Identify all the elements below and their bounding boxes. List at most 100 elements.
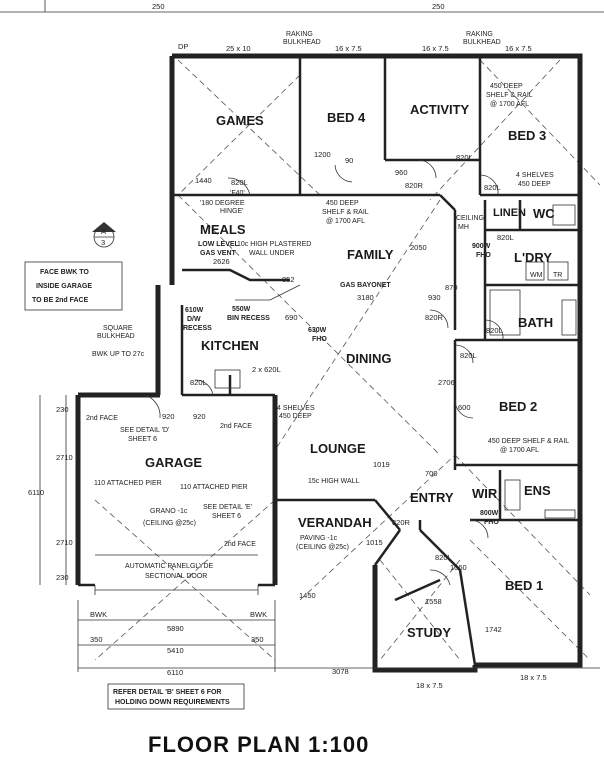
dim-18x75-a: 18 x 7.5 xyxy=(416,681,443,690)
note-ceiling-garage: (CEILING @25c) xyxy=(143,520,196,527)
note-2nd-face-b: 2nd FACE xyxy=(220,423,252,430)
room-bed4: BED 4 xyxy=(327,110,366,125)
dim-top-25x10: 25 x 10 xyxy=(226,44,251,53)
note-face-bwk-3: TO BE 2nd FACE xyxy=(32,297,89,304)
note-dw-610: 610W xyxy=(185,307,204,314)
dim-top-16x75-a: 16 x 7.5 xyxy=(335,44,362,53)
room-entry: ENTRY xyxy=(410,490,454,505)
note-plastered-1: 10c HIGH PLASTERED xyxy=(237,241,311,248)
note-ceiling: CEILING xyxy=(456,215,484,222)
dim-2706: 2706 xyxy=(438,378,455,387)
section-marker-3: 3 xyxy=(101,238,105,247)
note-fho-800-f: FHO xyxy=(484,519,499,526)
note-high-wall: 15c HIGH WALL xyxy=(308,478,360,485)
note-shelf-bed3-2: SHELF & RAIL xyxy=(486,92,533,99)
note-fho-900-f: FHO xyxy=(476,252,491,259)
dim-dp: DP xyxy=(178,42,188,51)
dim-920-b: 920 xyxy=(193,412,206,421)
note-shelf-family-2: SHELF & RAIL xyxy=(322,209,369,216)
dim-2710-a: 2710 xyxy=(56,453,73,462)
note-fho-630-w: 630W xyxy=(308,327,327,334)
dim-1019: 1019 xyxy=(373,460,390,469)
note-sectional-1: AUTOMATIC PANELGLYDE xyxy=(125,563,213,570)
dim-6110-v: 6110 xyxy=(28,488,44,497)
note-wm: WM xyxy=(530,272,543,279)
dim-960: 960 xyxy=(395,168,408,177)
dim-700: 700 xyxy=(425,469,438,478)
dim-2626: 2626 xyxy=(213,257,230,266)
dim-5890: 5890 xyxy=(167,624,184,633)
door-swings xyxy=(144,159,504,586)
note-dw: D/W xyxy=(187,316,201,323)
note-pier-2: 110 ATTACHED PIER xyxy=(180,484,248,491)
room-meals: MEALS xyxy=(200,222,246,237)
note-shelves-lounge-1: 4 SHELVES xyxy=(277,405,315,412)
dim-852: 852 xyxy=(282,275,295,284)
dim-2710-b: 2710 xyxy=(56,538,73,547)
dim-5410: 5410 xyxy=(167,646,184,655)
dim-930: 930 xyxy=(428,293,441,302)
note-tr: TR xyxy=(553,272,562,279)
dim-820l-wir: 820L xyxy=(435,553,452,562)
dim-bwk-a: BWK xyxy=(90,610,107,619)
note-gas-vent: GAS VENT xyxy=(200,250,237,257)
dim-90: 90 xyxy=(345,156,353,165)
note-holding-down-2: HOLDING DOWN REQUIREMENTS xyxy=(115,699,230,706)
note-fho-630-f: FHO xyxy=(312,336,327,343)
room-bath: BATH xyxy=(518,315,553,330)
note-shelf-family-3: @ 1700 AFL xyxy=(326,218,365,225)
dim-1060: 1060 xyxy=(450,563,467,572)
note-detail-d-1: SEE DETAIL 'D' xyxy=(120,427,169,434)
room-bed1: BED 1 xyxy=(505,578,543,593)
note-ceiling-verandah: (CEILING @25c) xyxy=(296,544,349,551)
note-fho-800-w: 800W xyxy=(480,510,499,517)
note-mh: MH xyxy=(458,224,469,231)
room-activity: ACTIVITY xyxy=(410,102,470,117)
note-bwk-up: BWK UP TO 27c xyxy=(92,351,145,358)
note-bin-recess: BIN RECESS xyxy=(227,315,270,322)
dim-350-b: 350 xyxy=(251,635,264,644)
dim-1440: 1440 xyxy=(195,176,212,185)
room-verandah: VERANDAH xyxy=(298,515,372,530)
note-2nd-face-c: 2nd FACE xyxy=(224,541,256,548)
dim-1742: 1742 xyxy=(485,625,502,634)
dim-230-a: 230 xyxy=(56,405,69,414)
section-marker-a: A xyxy=(101,227,106,236)
note-face-bwk-1: FACE BWK TO xyxy=(40,269,89,276)
room-kitchen: KITCHEN xyxy=(201,338,259,353)
dim-820l-kit: 820L xyxy=(190,378,207,387)
dim-870: 870 xyxy=(445,283,458,292)
room-family: FAMILY xyxy=(347,247,394,262)
note-raking-bulkhead-2b: BULKHEAD xyxy=(463,39,501,46)
room-dining: DINING xyxy=(346,351,392,366)
dim-250-b: 250 xyxy=(432,2,445,11)
note-fho-900-w: 900W xyxy=(472,243,491,250)
note-shelves-bed3-2: 450 DEEP xyxy=(518,181,551,188)
room-linen: LINEN xyxy=(493,207,526,219)
dim-820l-ldry: 820L xyxy=(497,233,514,242)
note-sectional-2: SECTIONAL DOOR xyxy=(145,573,207,580)
dim-920-a: 920 xyxy=(162,412,175,421)
holding-down-note: REFER DETAIL 'B' SHEET 6 FOR HOLDING DOW… xyxy=(107,683,245,710)
note-raking-bulkhead-1: RAKING xyxy=(286,31,313,38)
dim-820r-dining: 820R xyxy=(425,313,444,322)
room-lounge: LOUNGE xyxy=(310,441,366,456)
note-f40: 'F40' xyxy=(230,190,245,197)
dim-820r-entry: 820R xyxy=(392,518,411,527)
left-dimensions xyxy=(39,395,67,585)
dim-2x620l: 2 x 620L xyxy=(252,365,281,374)
note-recess: RECESS xyxy=(183,325,212,332)
room-bed3: BED 3 xyxy=(508,128,546,143)
note-detail-e-1: SEE DETAIL 'E' xyxy=(203,504,252,511)
face-bwk-note: FACE BWK TO INSIDE GARAGE TO BE 2nd FACE xyxy=(24,261,123,311)
note-shelves-lounge-2: 450 DEEP xyxy=(279,413,312,420)
dim-top-16x75-b: 16 x 7.5 xyxy=(422,44,449,53)
dim-230-b: 230 xyxy=(56,573,69,582)
room-wc: WC xyxy=(533,206,555,221)
note-shelf-bed2-1: 450 DEEP SHELF & RAIL xyxy=(488,438,569,445)
note-holding-down-1: REFER DETAIL 'B' SHEET 6 FOR xyxy=(113,689,221,696)
dim-18x75-b: 18 x 7.5 xyxy=(520,673,547,682)
room-ens: ENS xyxy=(524,483,551,498)
dim-1450: 1450 xyxy=(299,591,316,600)
